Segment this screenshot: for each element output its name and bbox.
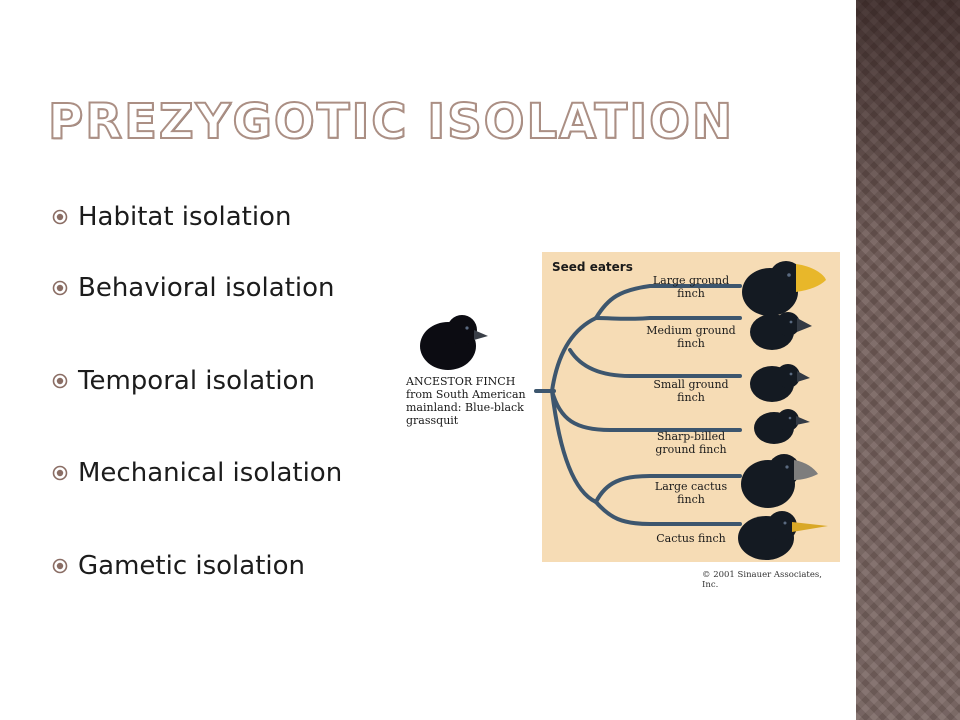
slide-title: Prezygotic Isolation <box>47 93 735 151</box>
tree-branch-lower <box>550 389 598 504</box>
branch-medium-ground <box>594 316 742 321</box>
species-label-line: finch <box>677 337 705 350</box>
copyright-notice: © 2001 Sinauer Associates, Inc. <box>702 570 822 590</box>
species-label-line: Small ground <box>653 378 729 391</box>
branch-small-ground <box>568 348 742 378</box>
ancestor-finch-illustration <box>420 315 488 370</box>
bullet-text: Temporal isolation <box>78 365 315 396</box>
large-cactus-finch-illustration <box>741 454 818 508</box>
bullet-item: Habitat isolation <box>52 192 342 242</box>
species-label-line: Medium ground <box>646 324 736 337</box>
medium-ground-finch-illustration <box>750 312 812 350</box>
bullet-icon <box>52 373 68 389</box>
branch-large-ground <box>594 284 742 320</box>
sharp-billed-ground-finch-illustration <box>754 409 810 444</box>
species-label-sharp-billed: Sharp-billed ground finch <box>643 430 739 456</box>
bullet-item: Behavioral isolation <box>52 242 342 335</box>
branch-cactus <box>594 500 742 526</box>
species-label-small-ground: Small ground finch <box>643 378 739 404</box>
tree-branch-upper <box>550 316 598 393</box>
branch-sharp-billed <box>550 389 742 432</box>
bullet-item: Temporal isolation <box>52 335 342 428</box>
species-label-line: finch <box>677 287 705 300</box>
species-label-line: Large ground <box>652 274 730 287</box>
species-label-medium-ground: Medium ground finch <box>643 324 739 350</box>
bullet-icon <box>52 280 68 296</box>
bullet-text: Gametic isolation <box>78 550 306 581</box>
cactus-finch-illustration <box>738 511 828 560</box>
bullet-icon <box>52 209 68 225</box>
bullet-icon <box>52 558 68 574</box>
ancestor-label-line: ANCESTOR FINCH <box>406 375 516 388</box>
seed-eaters-label: Seed eaters <box>552 260 633 274</box>
phylogeny-tree <box>420 261 828 560</box>
small-ground-finch-illustration <box>750 364 810 402</box>
bullet-item: Gametic isolation <box>52 520 342 613</box>
bullet-text: Behavioral isolation <box>78 273 335 304</box>
species-label-line: finch <box>677 391 705 404</box>
bullet-text: Mechanical isolation <box>78 458 343 489</box>
species-label-line: ground finch <box>655 443 727 456</box>
species-label-line: Sharp-billed <box>656 430 726 443</box>
species-label-large-ground: Large ground finch <box>643 274 739 300</box>
species-label-line: Cactus finch <box>656 532 726 545</box>
ancestor-label-line: mainland: Blue-black <box>406 401 524 414</box>
finch-phylogeny-figure: Seed eaters Large ground finch Medium gr… <box>400 250 840 590</box>
species-label-line: finch <box>677 493 705 506</box>
bullet-text: Habitat isolation <box>78 202 292 232</box>
decorative-side-strip <box>856 0 960 720</box>
bullet-icon <box>52 465 68 481</box>
bullet-list: Habitat isolation Behavioral isolation T… <box>52 192 342 612</box>
ancestor-finch-label: ANCESTOR FINCH from South American mainl… <box>406 375 526 427</box>
species-label-large-cactus: Large cactus finch <box>643 480 739 506</box>
species-label-line: Large cactus <box>654 480 728 493</box>
branch-large-cactus <box>594 474 742 504</box>
ancestor-label-line: grassquit <box>406 414 459 427</box>
species-label-cactus: Cactus finch <box>643 532 739 545</box>
large-ground-finch-illustration <box>742 261 826 316</box>
bullet-item: Mechanical isolation <box>52 427 342 520</box>
ancestor-label-line: from South American <box>406 388 526 401</box>
